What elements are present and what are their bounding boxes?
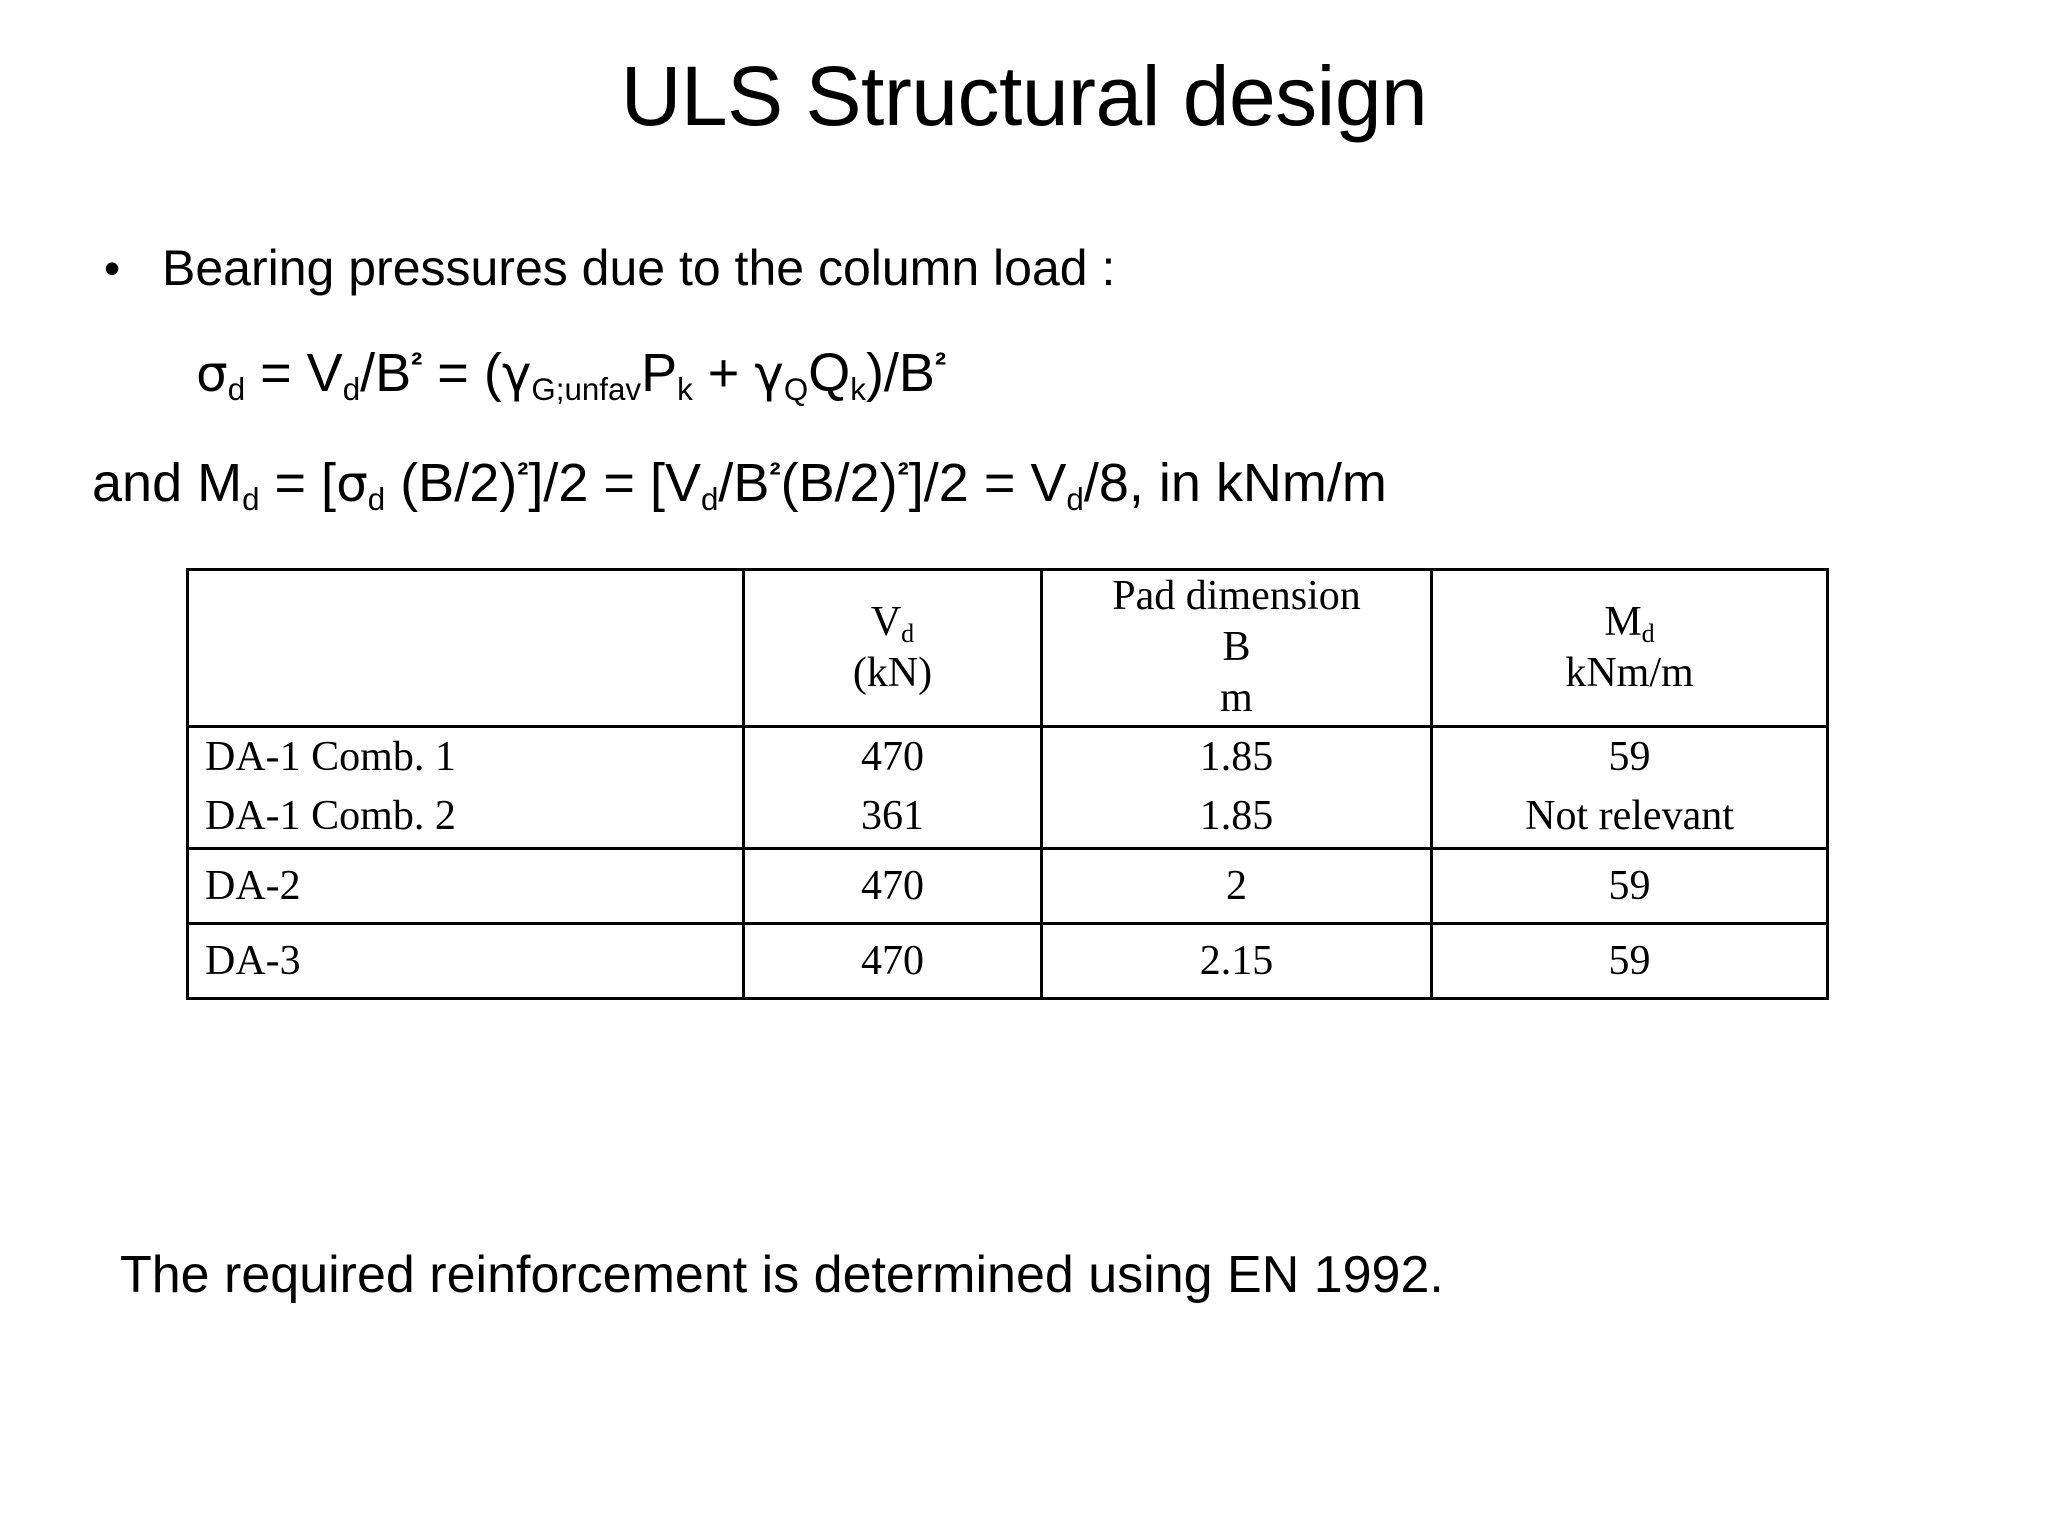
- cell-vd: 470: [742, 921, 1043, 1000]
- cell-b: 1.85: [1199, 793, 1274, 840]
- formula-eq-2: = (: [422, 343, 502, 403]
- superscript-2: ²: [897, 456, 909, 494]
- cell-md: Not relevant: [1525, 793, 1734, 840]
- formula-close-half: ]/2: [528, 453, 589, 513]
- formula-sigma-d: σd = Vd/B² = (γG;unfavPk + γQQk)/B²: [196, 338, 946, 409]
- cell-md: 59: [1430, 846, 1829, 925]
- column-header-pad-dimension: Pad dimension B m: [1040, 568, 1433, 728]
- subscript-d: d: [242, 482, 260, 518]
- subscript-d: d: [367, 482, 386, 518]
- subscript-d: d: [700, 482, 719, 518]
- cell-b: 2.15: [1040, 921, 1433, 1000]
- cell-md-group: 59 Not relevant: [1430, 724, 1829, 850]
- column-header-md-symbol: Md: [1604, 598, 1655, 648]
- subscript-d: d: [1066, 482, 1084, 518]
- cell-b-group: 1.85 1.85: [1040, 724, 1433, 850]
- column-header-vd-symbol: Vd: [870, 598, 915, 648]
- cell-label: DA-1 Comb. 2: [205, 793, 456, 840]
- subscript-d: d: [227, 372, 246, 408]
- formula-close-slash-b: )/B: [865, 343, 935, 403]
- cell-vd-group: 470 361: [742, 724, 1043, 850]
- sigma-symbol: σ: [196, 345, 228, 403]
- formula-plus: +: [692, 343, 755, 403]
- column-header-label: [186, 568, 745, 728]
- cell-vd: 470: [742, 846, 1043, 925]
- superscript-2: ²: [517, 456, 529, 494]
- cell-vd: 361: [861, 793, 924, 840]
- formula-b-over-2: (B/2): [385, 453, 518, 513]
- superscript-2: ²: [934, 346, 947, 384]
- cell-label: DA-3: [186, 921, 745, 1000]
- cell-vd: 470: [861, 733, 924, 780]
- cell-label-group: DA-1 Comb. 1 DA-1 Comb. 2: [186, 724, 745, 850]
- superscript-2: ²: [769, 456, 781, 494]
- subscript-q: Q: [783, 372, 809, 408]
- column-header-vd-unit: (kN): [852, 649, 933, 696]
- column-header-vd: Vd (kN): [742, 568, 1043, 728]
- subscript-d: d: [342, 372, 361, 408]
- gamma-symbol: γ: [501, 345, 532, 403]
- cell-md: 59: [1608, 733, 1651, 780]
- formula-q: Q: [808, 343, 851, 403]
- design-approach-results-table: Vd (kN) Pad dimension B m Md kNm/m DA-1 …: [186, 568, 1829, 1000]
- bullet-item: • Bearing pressures due to the column lo…: [104, 237, 1964, 299]
- superscript-2: ²: [411, 346, 423, 384]
- table-header-row: Vd (kN) Pad dimension B m Md kNm/m: [186, 568, 1829, 728]
- sigma-symbol: σ: [336, 455, 368, 513]
- subscript-k: k: [850, 372, 866, 408]
- cell-md: 59: [1430, 921, 1829, 1000]
- cell-b: 2: [1040, 846, 1433, 925]
- formula-p: P: [641, 343, 678, 403]
- formula-eq-1: = V: [245, 343, 343, 403]
- column-header-pad-title: Pad dimension: [1112, 573, 1361, 619]
- formula-tail: /8, in kNm/m: [1083, 453, 1387, 513]
- formula-eq-bracket-2: = [V: [588, 453, 701, 513]
- column-header-md-unit: kNm/m: [1565, 649, 1694, 696]
- table-row: DA-2 470 2 59: [186, 846, 1829, 925]
- formula-m-d: and Md = [σd (B/2)²]/2 = [Vd/B²(B/2)²]/2…: [92, 448, 1387, 519]
- formula-eq-bracket: = [: [259, 453, 337, 513]
- subscript-g-unfav: G;unfav: [531, 372, 642, 408]
- formula-slash-b: /B: [360, 343, 412, 403]
- page-title: ULS Structural design: [620, 49, 1428, 143]
- gamma-symbol: γ: [754, 345, 784, 403]
- subscript-k: k: [677, 372, 693, 408]
- column-header-md: Md kNm/m: [1430, 568, 1829, 728]
- bullet-dot-icon: •: [104, 242, 121, 294]
- column-header-pad-symbol: B: [1222, 624, 1251, 671]
- column-header-pad-unit: m: [1220, 675, 1253, 722]
- closing-statement: The required reinforcement is determined…: [120, 1246, 1444, 1304]
- formula-slash-b: /B: [718, 453, 770, 513]
- formula-close-half-2: ]/2 = V: [908, 453, 1067, 513]
- formula-and-m: and M: [92, 453, 243, 513]
- formula-b-over-2-b: (B/2): [780, 453, 898, 513]
- cell-label: DA-2: [186, 846, 745, 925]
- table-row: DA-3 470 2.15 59: [186, 921, 1829, 1000]
- cell-b: 1.85: [1199, 733, 1274, 780]
- cell-label: DA-1 Comb. 1: [205, 733, 456, 780]
- bullet-item-label: Bearing pressures due to the column load…: [162, 240, 1116, 296]
- table-row-group-da1: DA-1 Comb. 1 DA-1 Comb. 2 470 361 1.85 1…: [186, 724, 1829, 850]
